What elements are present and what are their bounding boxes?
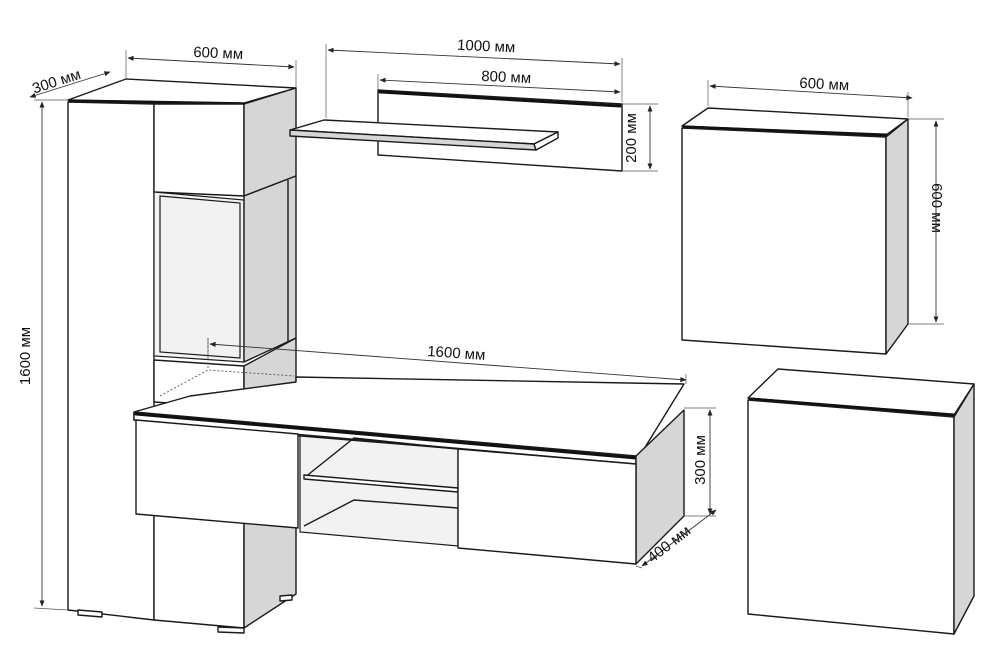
ext-line (635, 565, 643, 569)
label-tv-height: 300 мм (692, 435, 709, 485)
dim-tall-depth (29, 71, 111, 98)
wall-cabinet-top-edge (682, 125, 888, 137)
tall-column-unit (67, 78, 297, 634)
tv-stand-open-shelf (299, 435, 459, 547)
dim-tall-width (127, 55, 295, 70)
open-shelf-back-edge (303, 437, 459, 479)
tv-stand (133, 376, 685, 565)
dim-wall-cab-width (709, 83, 913, 101)
tall-unit-left-panel (67, 101, 155, 621)
tall-unit-foot-left (77, 609, 103, 618)
label-tv-width: 1600 мм (427, 343, 486, 364)
ext-line (33, 607, 69, 611)
wall-cabinet (681, 107, 909, 355)
tv-stand-right-drawer (457, 448, 637, 565)
dim-tv-width (209, 341, 687, 383)
label-wall-cab-width: 600 мм (799, 75, 850, 95)
floor-cabinet-top-edge (748, 397, 956, 417)
label-tall-depth: 300 мм (30, 66, 83, 98)
wall-shelf-panel (289, 89, 623, 172)
label-tall-height: 1600 мм (17, 327, 34, 385)
open-shelf-bottom-edge (303, 499, 459, 527)
tall-unit-foot-back (279, 594, 293, 602)
shelf-side-edge (533, 131, 559, 151)
label-panel-height: 200 мм (623, 113, 640, 163)
wall-cabinet-side (885, 118, 909, 355)
back-panel-top-edge (378, 90, 622, 108)
tall-unit-bottom-side (243, 519, 297, 629)
label-wall-cab-height: 600 мм (928, 183, 945, 233)
tall-unit-upper-door (153, 103, 245, 197)
tall-unit-bottom-door (153, 514, 245, 629)
wall-cabinet-door (681, 127, 887, 355)
tv-stand-top-edge (134, 412, 638, 460)
dimension-lines (29, 44, 944, 611)
dim-shelf-width (327, 47, 621, 67)
glass-vitrine-inner (159, 195, 241, 359)
dim-panel-width (379, 77, 621, 95)
floor-cabinet-side (953, 383, 975, 635)
dim-tv-depth (641, 509, 717, 567)
floor-cabinet (747, 368, 975, 635)
tv-stand-left-drawer (135, 419, 299, 529)
tall-unit-foot-right (217, 626, 245, 634)
label-panel-width: 800 мм (481, 68, 532, 87)
label-shelf-width: 1000 мм (457, 37, 516, 57)
floor-cabinet-door (747, 399, 955, 635)
label-tall-width: 600 мм (193, 44, 244, 63)
